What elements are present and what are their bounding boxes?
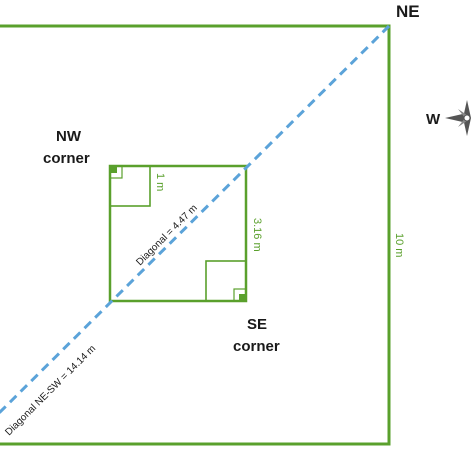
west-label: W: [426, 111, 441, 128]
nw-corner-label-line1: NW: [56, 128, 82, 145]
small-square-label: 1 m: [154, 173, 166, 191]
se-right-angle-dot: [239, 294, 246, 301]
outer-square: [0, 24, 391, 446]
inner-square: [108, 164, 248, 303]
inner-diagonal-label: Diagonal = 4.47 m: [134, 203, 199, 268]
inner-side-label: 3.16 m: [251, 218, 263, 252]
outer-diagonal-label: Diagonal NE-SW = 14.14 m: [3, 343, 98, 438]
outer-side-label: 10 m: [393, 233, 405, 257]
nw-small-square: [109, 165, 151, 207]
se-corner-label-line1: SE: [247, 316, 267, 333]
compass-rose-icon: [445, 100, 471, 136]
se-corner-label-line2: corner: [233, 338, 280, 355]
nw-right-angle-dot: [110, 166, 117, 173]
se-small-square: [205, 260, 247, 302]
ne-label: NE: [396, 2, 420, 21]
diagonal-ne-sw: [0, 24, 391, 415]
nw-corner-label-line2: corner: [43, 150, 90, 167]
